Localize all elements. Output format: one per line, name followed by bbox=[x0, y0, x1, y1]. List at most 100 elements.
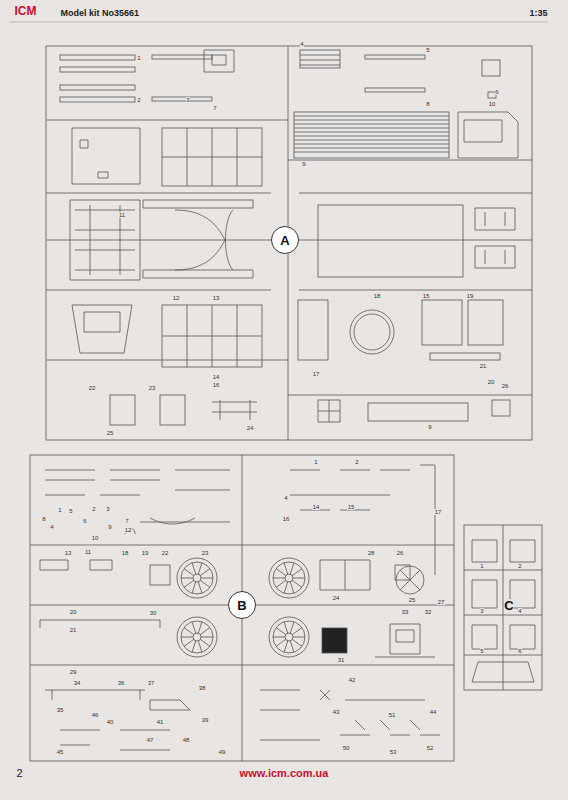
sprue-stroke bbox=[375, 624, 435, 657]
sprue-stroke bbox=[70, 200, 140, 280]
callout-number: 25 bbox=[106, 430, 114, 436]
sprue-stroke bbox=[290, 465, 435, 575]
callout-number: 22 bbox=[88, 385, 96, 391]
sprue-stroke bbox=[198, 582, 202, 593]
sprue-stroke bbox=[193, 633, 201, 641]
callout-number: 47 bbox=[146, 737, 154, 743]
callout-number: 5 bbox=[69, 508, 73, 514]
callout-number: 13 bbox=[212, 295, 220, 301]
sprue-stroke bbox=[184, 569, 194, 576]
sprue-stroke bbox=[464, 525, 542, 690]
sprue-stroke bbox=[273, 562, 305, 594]
callout-number: 1 bbox=[480, 563, 484, 569]
sprue-stroke bbox=[288, 395, 532, 396]
sprue-stroke bbox=[181, 562, 213, 594]
sprue-stroke bbox=[60, 67, 135, 72]
sprue-stroke bbox=[475, 208, 515, 268]
sprue-stroke bbox=[192, 622, 196, 633]
sprue-c-frame bbox=[464, 525, 542, 690]
sprue-stroke bbox=[30, 665, 242, 666]
sprue-stroke bbox=[201, 578, 213, 579]
sprue-b-parts bbox=[40, 465, 440, 750]
callout-number: 19 bbox=[466, 293, 474, 299]
sprue-stroke bbox=[143, 200, 253, 278]
callout-number: 52 bbox=[426, 745, 434, 751]
callout-number: 1 bbox=[58, 507, 62, 513]
callout-number: 23 bbox=[201, 550, 209, 556]
sprue-stroke bbox=[365, 88, 425, 92]
sprue-stroke bbox=[464, 570, 542, 571]
sprue-letter: 4 bbox=[518, 608, 522, 614]
sprue-stroke bbox=[482, 60, 500, 76]
sprue-stroke bbox=[60, 730, 170, 750]
callout-number: 24 bbox=[246, 425, 254, 431]
callout-number: 10 bbox=[91, 535, 99, 541]
callout-number: 49 bbox=[218, 749, 226, 755]
callout-number: 4 bbox=[300, 41, 304, 47]
callout-number: 1 bbox=[137, 55, 141, 61]
sprue-stroke bbox=[368, 403, 468, 421]
sprue-a-parts bbox=[60, 50, 518, 425]
sprue-stroke bbox=[30, 545, 242, 546]
sprue-stroke bbox=[192, 641, 196, 652]
sprue-stroke bbox=[198, 641, 202, 652]
sprue-stroke bbox=[285, 633, 293, 641]
sprue-stroke bbox=[212, 400, 257, 420]
sprue-stroke bbox=[204, 50, 234, 72]
sprue-stroke bbox=[162, 128, 262, 186]
callout-number: 7 bbox=[125, 518, 129, 524]
callout-number: 6 bbox=[518, 648, 522, 654]
sprue-stroke bbox=[125, 518, 230, 534]
callout-number: 2 bbox=[518, 563, 522, 569]
sprue-stroke bbox=[318, 205, 463, 277]
sprue-letter-circle: B bbox=[228, 591, 256, 619]
sprue-stroke bbox=[193, 574, 201, 582]
callout-number: 3 bbox=[480, 608, 484, 614]
callout-number: 22 bbox=[161, 550, 169, 556]
sprue-stroke bbox=[40, 620, 160, 628]
callout-number: 36 bbox=[117, 680, 125, 686]
sprue-stroke bbox=[273, 578, 285, 579]
sprue-stroke bbox=[294, 116, 449, 152]
page-header-text: 1:35 bbox=[529, 9, 548, 18]
sprue-stroke bbox=[242, 545, 454, 546]
page-header-text: 2 bbox=[16, 768, 23, 779]
callout-number: 41 bbox=[156, 719, 164, 725]
callout-number: 51 bbox=[388, 712, 396, 718]
sprue-stroke bbox=[46, 360, 288, 361]
callout-number: 37 bbox=[147, 680, 155, 686]
callout-number: 26 bbox=[396, 550, 404, 556]
sprue-stroke bbox=[276, 569, 286, 576]
sprue-stroke bbox=[492, 400, 510, 416]
callout-number: 16 bbox=[282, 516, 290, 522]
sprue-stroke bbox=[269, 558, 309, 598]
sprue-stroke bbox=[72, 128, 140, 184]
sprue-stroke bbox=[152, 55, 212, 59]
sprue-stroke bbox=[46, 120, 288, 121]
sprue-a-frame bbox=[46, 46, 532, 440]
sprue-stroke bbox=[260, 690, 425, 730]
sprue-stroke bbox=[299, 290, 532, 291]
sprue-stroke bbox=[45, 470, 230, 495]
sprue-stroke bbox=[162, 305, 262, 367]
sprue-stroke bbox=[290, 641, 294, 652]
sprue-stroke bbox=[400, 570, 420, 590]
sprue-stroke bbox=[177, 617, 217, 657]
callout-number: 8 bbox=[42, 516, 46, 522]
callout-number: 5 bbox=[480, 648, 484, 654]
sprue-stroke bbox=[198, 563, 202, 574]
callout-number: 21 bbox=[69, 627, 77, 633]
sprue-stroke bbox=[322, 628, 347, 653]
callout-number: 48 bbox=[182, 737, 190, 743]
sprue-stroke bbox=[269, 617, 309, 657]
sprue-stroke bbox=[299, 193, 532, 194]
sprue-stroke bbox=[152, 97, 212, 101]
sprue-stroke bbox=[292, 628, 302, 635]
sprue-stroke bbox=[46, 240, 271, 241]
callout-number: 15 bbox=[347, 504, 355, 510]
callout-number: 53 bbox=[389, 749, 397, 755]
callout-number: 3 bbox=[186, 97, 190, 103]
callout-number: 35 bbox=[56, 707, 64, 713]
sprue-stroke bbox=[200, 580, 210, 587]
